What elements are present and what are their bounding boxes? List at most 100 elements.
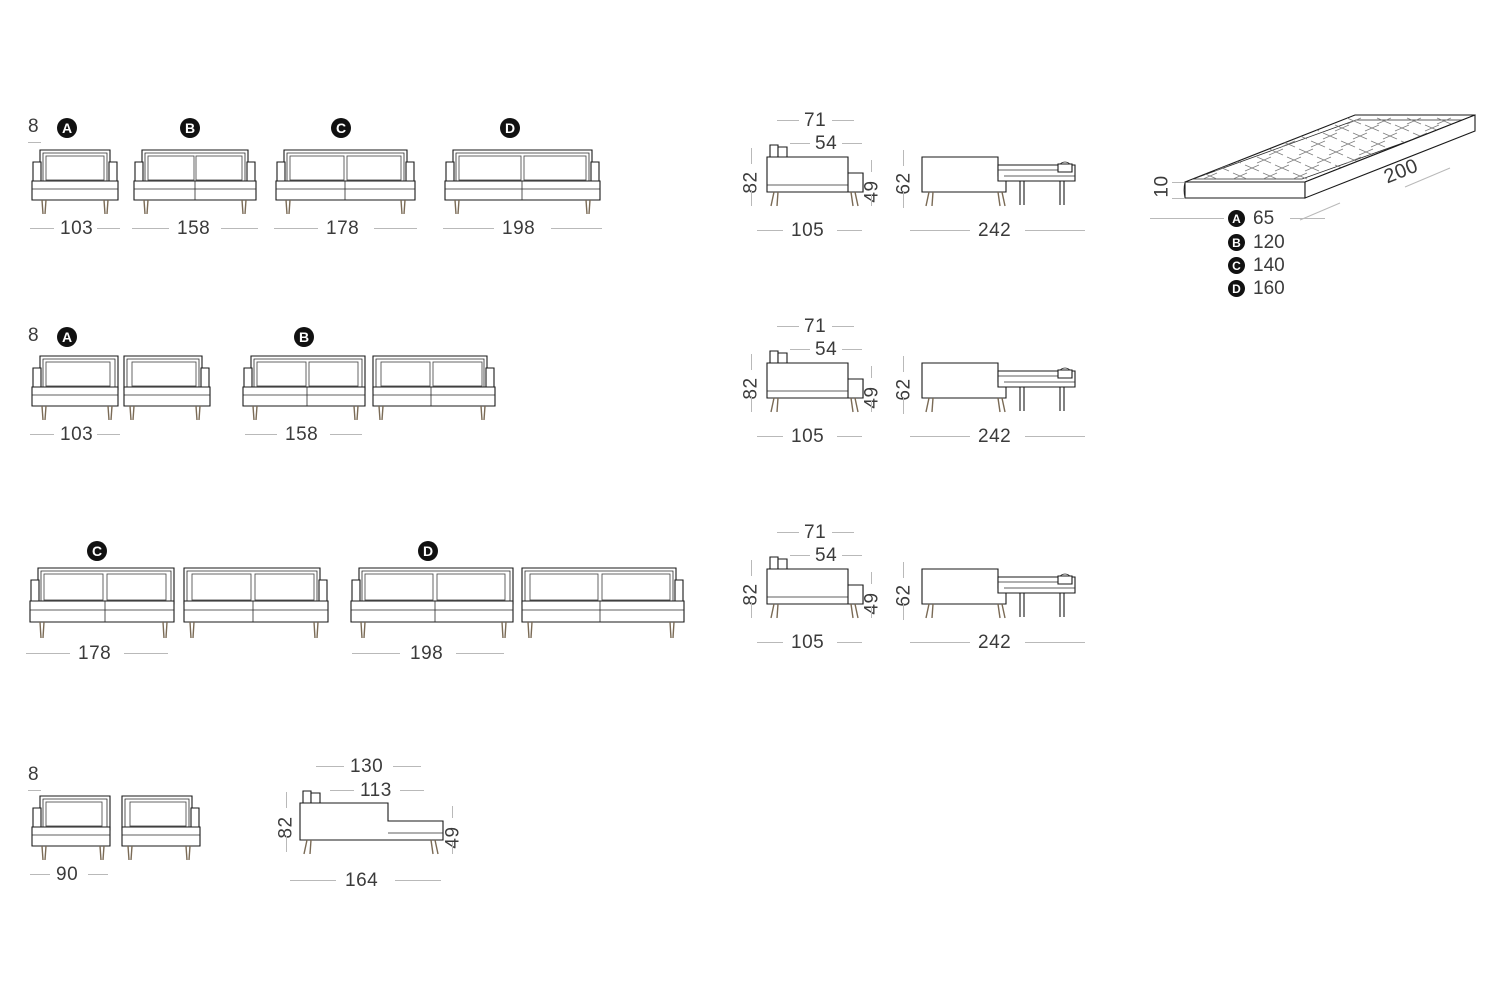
mattress-size-b: B 120: [1228, 233, 1285, 252]
dimline-49-row1-bottom: [871, 194, 872, 206]
mattress-size-c: C 140: [1228, 256, 1285, 275]
mattress-size-c-value: 140: [1253, 255, 1285, 276]
dimline-82-row1-bottom: [751, 190, 752, 206]
note-thickness-row1: 8: [28, 116, 40, 137]
dimline-c-row1-right: [374, 228, 417, 229]
sofa-front-b-right-row2: [371, 350, 497, 422]
dim-242-row3: 242: [978, 632, 1012, 653]
sofa-front-c-right-row3: [182, 562, 330, 640]
dimline-54-row1-left: [790, 143, 810, 144]
dim-width-b-row2: 158: [285, 424, 319, 445]
mattress-size-d-value: 160: [1253, 278, 1285, 299]
sofa-front-d-row1: [443, 144, 602, 216]
dimline-c-row1-left: [274, 228, 318, 229]
dimline-a-row1-right: [97, 228, 120, 229]
dim-242-row1: 242: [978, 220, 1012, 241]
sofa-side-closed-row2: [765, 346, 880, 414]
sofa-side-open-row2: [920, 346, 1085, 414]
dimline-242-row1-right: [1025, 230, 1085, 231]
dim-54-row3: 54: [815, 545, 838, 566]
dimline-b-row1-left: [132, 228, 169, 229]
dimline-164-row4-left: [290, 880, 336, 881]
dimline-200-diagonal: [1299, 165, 1460, 225]
sofa-front-a-right-row2: [122, 350, 212, 422]
sofa-front-a-row1: [30, 144, 120, 216]
dim-130-row4: 130: [350, 756, 384, 777]
dimline-62-row2-bottom: [903, 398, 904, 414]
dimline-49-row2-bottom: [871, 400, 872, 412]
dim-62-row2: 62: [893, 378, 915, 401]
dim-62-row3: 62: [893, 584, 915, 607]
dimline-105-row1-left: [757, 230, 783, 231]
dimline-49-row2-top: [871, 366, 872, 378]
dimline-10-bottom: [1172, 198, 1184, 199]
dimline-71-row3-right: [832, 532, 854, 533]
dim-width-c-row3: 178: [78, 643, 112, 664]
dim-113-row4: 113: [360, 780, 392, 801]
dimline-82-row4-top: [286, 792, 287, 808]
dimline-113-row4-left: [330, 790, 354, 791]
dimline-a-row2-left: [30, 434, 54, 435]
dimline-71-row2-left: [777, 326, 799, 327]
sofa-front-d-right-row3: [520, 562, 686, 640]
sofa-front-a-left-row2: [30, 350, 120, 422]
dimline-82-row1-top: [751, 148, 752, 164]
dim-242-row2: 242: [978, 426, 1012, 447]
dimline-71-row2-right: [832, 326, 854, 327]
note-tick-row1: [28, 142, 41, 143]
dim-71-row2: 71: [804, 316, 827, 337]
dimline-b-row2-left: [245, 434, 277, 435]
dim-width-a-row2: 103: [60, 424, 94, 445]
dimline-49-row3-bottom: [871, 606, 872, 618]
dimline-82-row2-top: [751, 354, 752, 370]
dimline-82-row3-bottom: [751, 602, 752, 618]
dimline-82-row2-bottom: [751, 396, 752, 412]
dimline-b-row2-right: [330, 434, 362, 435]
dimline-105-row3-left: [757, 642, 783, 643]
dimline-71-row3-left: [777, 532, 799, 533]
dimline-49-row3-top: [871, 572, 872, 584]
dimline-90-row4-left: [30, 874, 50, 875]
sofa-front-c-left-row3: [28, 562, 176, 640]
dimline-62-row1-bottom: [903, 192, 904, 208]
dim-width-b-row1: 158: [177, 218, 211, 239]
sofa-side-closed-row1: [765, 140, 880, 208]
badge-c-row1: C: [331, 118, 351, 138]
dimline-242-row2-right: [1025, 436, 1085, 437]
dimline-a-row2-right: [97, 434, 120, 435]
dimline-a-row1-left: [30, 228, 54, 229]
badge-c-row3: C: [87, 541, 107, 561]
dimline-c-row3-left: [26, 653, 70, 654]
dim-62-row1: 62: [893, 172, 915, 195]
dimline-130-row4-left: [316, 766, 344, 767]
dim-105-row3: 105: [791, 632, 825, 653]
dim-164-row4: 164: [345, 870, 379, 891]
dimline-130-row4-right: [393, 766, 421, 767]
badge-b-row2: B: [294, 327, 314, 347]
dim-54-row1: 54: [815, 133, 838, 154]
badge-a-row1: A: [57, 118, 77, 138]
dimline-d-row3-right: [456, 653, 504, 654]
dimline-82-row4-bottom: [286, 836, 287, 852]
dimline-105-row2-left: [757, 436, 783, 437]
sofa-front-b-left-row2: [241, 350, 367, 422]
chaise-side-view-row4: [298, 786, 448, 856]
dimline-90-row4-right: [88, 874, 108, 875]
dim-width-a-row1: 103: [60, 218, 94, 239]
sofa-side-open-row1: [920, 140, 1085, 208]
dim-105-row1: 105: [791, 220, 825, 241]
dimline-10-top: [1172, 182, 1184, 183]
dim-width-d-row3: 198: [410, 643, 444, 664]
dimline-71-row1-left: [777, 120, 799, 121]
dimline-62-row1-top: [903, 150, 904, 166]
dimline-62-row3-bottom: [903, 604, 904, 620]
dimline-82-row3-top: [751, 560, 752, 576]
dim-105-row2: 105: [791, 426, 825, 447]
note-thickness-row4: 8: [28, 764, 40, 785]
dimline-mattress-width-right: [1290, 218, 1325, 219]
mattress-size-b-value: 120: [1253, 232, 1285, 253]
dimline-242-row1-left: [910, 230, 970, 231]
dimline-54-row1-right: [842, 143, 862, 144]
dimline-105-row3-right: [837, 642, 862, 643]
